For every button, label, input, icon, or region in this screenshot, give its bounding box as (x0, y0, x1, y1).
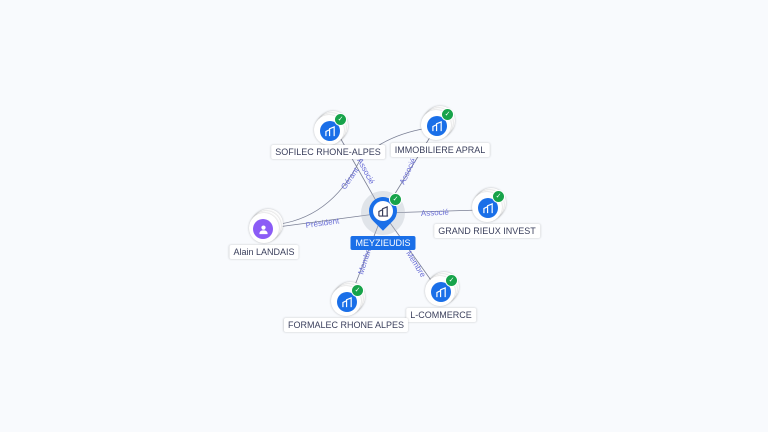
center-node[interactable]: ✓ (361, 191, 405, 235)
building-icon (478, 198, 498, 218)
node-alain-landais[interactable] (249, 209, 283, 245)
node-formalec[interactable]: ✓ (331, 282, 365, 318)
person-icon (253, 219, 273, 239)
node-sofilec[interactable]: ✓ (314, 111, 348, 147)
edge-alain-gerant (271, 127, 429, 226)
building-icon (320, 121, 340, 141)
node-label[interactable]: Alain LANDAIS (229, 245, 299, 259)
building-icon (431, 282, 451, 302)
node-label[interactable]: SOFILEC RHONE-ALPES (271, 145, 385, 159)
node-label[interactable]: FORMALEC RHONE ALPES (283, 318, 409, 332)
node-label[interactable]: L-COMMERCE (406, 308, 476, 322)
node-l-commerce[interactable]: ✓ (425, 272, 459, 308)
verified-check-icon: ✓ (445, 274, 458, 287)
edge-l-commerce (382, 212, 439, 291)
edge-grand-rieux (382, 209, 481, 214)
edge-label: Président (305, 216, 340, 230)
node-immobiliere-apral[interactable]: ✓ (421, 106, 455, 142)
building-icon (337, 292, 357, 312)
edge-label: Associé (421, 208, 450, 218)
node-label[interactable]: IMMOBILIERE APRAL (390, 143, 490, 157)
verified-check-icon: ✓ (389, 193, 402, 206)
node-label[interactable]: GRAND RIEUX INVEST (434, 224, 540, 238)
verified-check-icon: ✓ (351, 284, 364, 297)
edge-label: Gérant (339, 165, 361, 191)
edge-label: Associé (398, 156, 419, 186)
building-icon (373, 201, 393, 221)
node-grand-rieux-invest[interactable]: ✓ (472, 188, 506, 224)
verified-check-icon: ✓ (441, 108, 454, 121)
building-icon (427, 116, 447, 136)
verified-check-icon: ✓ (492, 190, 505, 203)
verified-check-icon: ✓ (334, 113, 347, 126)
edge-alain-president (269, 212, 384, 229)
center-node-label[interactable]: MEYZIEUDIS (350, 236, 416, 250)
